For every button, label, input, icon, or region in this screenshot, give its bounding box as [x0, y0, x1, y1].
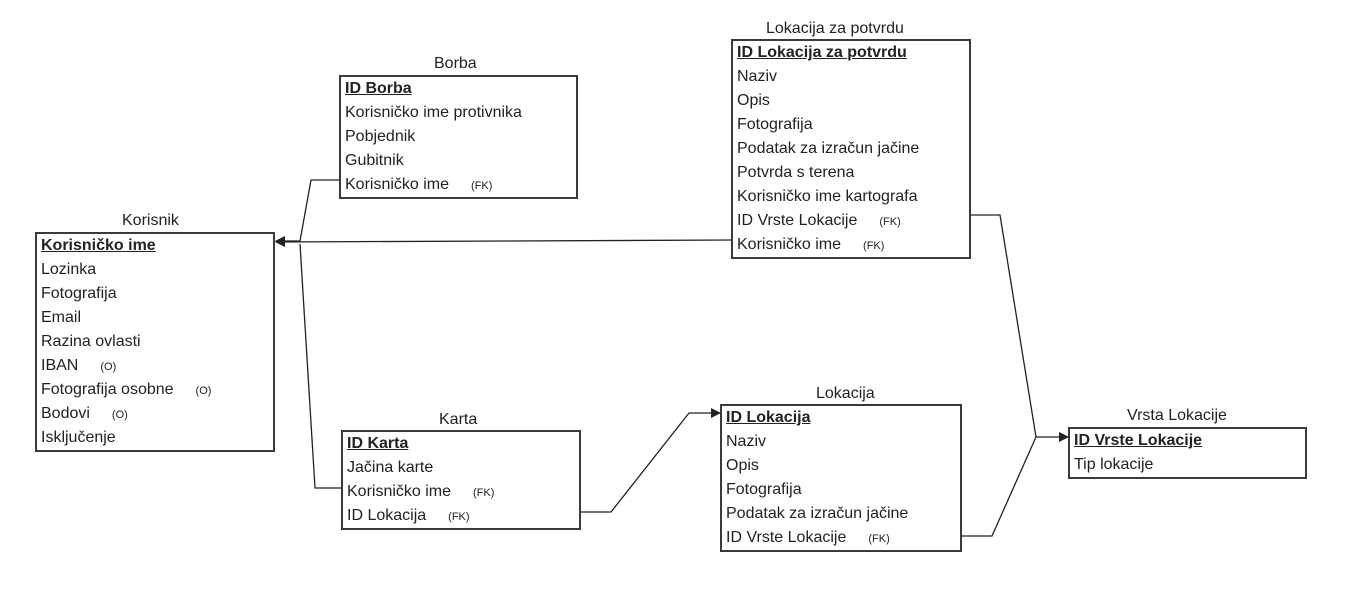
field-label: Tip lokacije	[1074, 456, 1154, 473]
field-label: Fotografija	[737, 116, 813, 133]
field-label: Korisničko ime	[345, 176, 450, 193]
entity-field: Fotografija	[726, 478, 956, 502]
entity-field: Podatak za izračun jačine	[726, 502, 956, 526]
entity-title-lokacija-za-potvrdu: Lokacija za potvrdu	[766, 20, 904, 37]
relation-karta-korisnik	[299, 243, 343, 489]
field-label: Korisničko ime kartografa	[737, 188, 918, 205]
entity-field: Razina ovlasti	[41, 330, 269, 354]
entity-title-karta: Karta	[439, 411, 478, 428]
primary-key-field: Korisničko ime	[41, 237, 156, 254]
field-label: Opis	[726, 457, 759, 474]
relation-karta-lokacija	[581, 408, 721, 513]
field-label: Gubitnik	[345, 152, 404, 169]
entity-title-korisnik: Korisnik	[122, 212, 179, 229]
field-label: Korisničko ime protivnika	[345, 104, 522, 121]
entity-field: Naziv	[726, 430, 956, 454]
entity-field: Jačina karte	[347, 456, 575, 480]
field-label: Fotografija	[41, 285, 117, 302]
entity-field: Pobjednik	[345, 125, 572, 149]
field-label: Potvrda s terena	[737, 164, 855, 181]
entity-field: ID Lokacija (FK)	[347, 504, 575, 528]
field-tag: (O)	[111, 409, 128, 421]
entity-field: Lozinka	[41, 258, 269, 282]
field-label: Jačina karte	[347, 459, 434, 476]
entity-field: Opis	[737, 89, 965, 113]
entity-field: Korisničko ime (FK)	[737, 233, 965, 257]
relation-lokacija-vrsta	[962, 436, 1037, 537]
primary-key-field: ID Lokacija za potvrdu	[737, 44, 907, 61]
field-label: ID Vrste Lokacije	[737, 212, 858, 229]
entity-title-lokacija: Lokacija	[816, 385, 875, 402]
entity-field: Tip lokacije	[1074, 453, 1301, 477]
entity-title-borba: Borba	[434, 55, 477, 72]
field-label: Podatak za izračun jačine	[726, 505, 909, 522]
entity-field: IBAN (O)	[41, 354, 269, 378]
entity-field: Bodovi (O)	[41, 402, 269, 426]
field-label: Naziv	[726, 433, 767, 450]
field-tag: (O)	[195, 385, 212, 397]
field-label: Razina ovlasti	[41, 333, 141, 350]
entity-field: Isključenje	[41, 426, 269, 450]
entity-field: Podatak za izračun jačine	[737, 137, 965, 161]
entity-field: Opis	[726, 454, 956, 478]
field-label: Fotografija osobne	[41, 381, 174, 398]
entity-field: Email	[41, 306, 269, 330]
entity-field: Fotografija osobne (O)	[41, 378, 269, 402]
entity-field: Naziv	[737, 65, 965, 89]
field-label: Email	[41, 309, 82, 326]
field-tag: (FK)	[473, 487, 495, 499]
field-label: Isključenje	[41, 429, 116, 446]
entity-field: Gubitnik	[345, 149, 572, 173]
field-label: Korisničko ime	[737, 236, 842, 253]
field-tag: (FK)	[448, 511, 470, 523]
field-label: Podatak za izračun jačine	[737, 140, 920, 157]
field-label: Opis	[737, 92, 770, 109]
field-label: Bodovi	[41, 405, 90, 422]
field-label: Korisničko ime	[347, 483, 452, 500]
field-tag: (FK)	[879, 216, 901, 228]
entity-title-vrsta-lokacije: Vrsta Lokacije	[1127, 407, 1227, 424]
entity-field: Korisničko ime protivnika	[345, 101, 572, 125]
field-tag: (FK)	[471, 180, 493, 192]
relation-lokacija-za-potvrdu-korisnik	[275, 236, 734, 247]
field-tag: (O)	[100, 361, 117, 373]
entity-field: Fotografija	[737, 113, 965, 137]
primary-key-field: ID Vrste Lokacije	[1074, 432, 1203, 449]
entity-field: ID Vrste Lokacije (FK)	[737, 209, 965, 233]
field-label: Lozinka	[41, 261, 97, 278]
entity-field: ID Vrste Lokacije (FK)	[726, 526, 956, 550]
entity-field: Potvrda s terena	[737, 161, 965, 185]
entity-field: Korisničko ime (FK)	[347, 480, 575, 504]
field-tag: (FK)	[868, 533, 890, 545]
field-label: Fotografija	[726, 481, 802, 498]
field-tag: (FK)	[863, 240, 885, 252]
primary-key-field: ID Karta	[347, 435, 409, 452]
field-label: ID Lokacija	[347, 507, 427, 524]
primary-key-field: ID Borba	[345, 80, 412, 97]
relation-borba-korisnik	[275, 179, 341, 246]
field-label: ID Vrste Lokacije	[726, 529, 847, 546]
entity-field: Korisničko ime kartografa	[737, 185, 965, 209]
field-label: Pobjednik	[345, 128, 416, 145]
relation-lokacija-za-potvrdu-vrsta	[970, 214, 1069, 442]
primary-key-field: ID Lokacija	[726, 409, 811, 426]
entity-field: Korisničko ime (FK)	[345, 173, 572, 197]
entity-field: Fotografija	[41, 282, 269, 306]
field-label: IBAN	[41, 357, 79, 374]
field-label: Naziv	[737, 68, 778, 85]
